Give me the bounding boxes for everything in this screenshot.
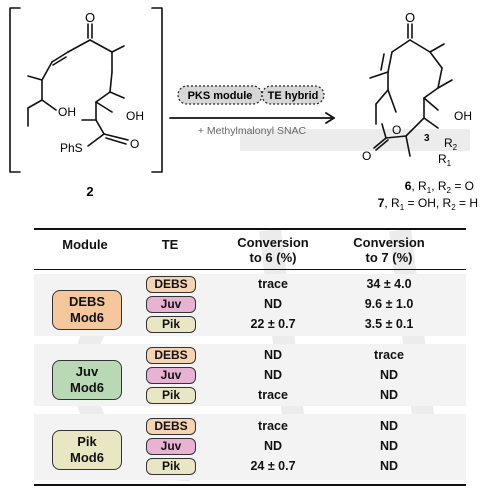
cell-conv7: 34 ± 4.0 xyxy=(366,277,412,291)
header-conv7-line2: to 7 (%) xyxy=(365,250,413,265)
module-debs-mod6: DEBS Mod6 xyxy=(52,290,122,330)
table-top-rule xyxy=(34,228,466,230)
module-debs-line1: DEBS xyxy=(68,294,106,309)
te-pill-debs: DEBS xyxy=(146,347,196,364)
product-r1: R1 xyxy=(438,152,452,168)
module-pik-line1: Pik xyxy=(77,434,97,449)
product-position-3: 3 xyxy=(424,133,430,144)
cell-conv7: ND xyxy=(379,388,399,402)
reaction-scheme: PKS module TE hybrid + Methylmalonyl SNA… xyxy=(9,7,478,212)
substrate-ketone-o: O xyxy=(85,10,95,25)
header-rule xyxy=(34,269,466,271)
substrate-2-structure xyxy=(27,23,129,147)
product-structure xyxy=(369,23,453,157)
te-pill-pik: Pik xyxy=(146,316,196,333)
te-hybrid-pill xyxy=(261,85,325,105)
substrate-oh-2: OH xyxy=(126,109,144,123)
cell-conv6: 22 ± 0.7 xyxy=(250,317,296,331)
te-pill-debs: DEBS xyxy=(146,418,196,435)
cell-conv7: trace xyxy=(374,348,404,362)
module-pik-mod6: Pik Mod6 xyxy=(52,430,122,470)
product-6-caption: 6, R1, R2 = O xyxy=(405,179,474,195)
product-ketone-o: O xyxy=(405,10,415,25)
cell-conv7: 3.5 ± 0.1 xyxy=(364,317,414,331)
substrate-oh-1: OH xyxy=(58,105,76,119)
te-pill-pik: Pik xyxy=(146,387,196,404)
cell-conv7: ND xyxy=(379,419,399,433)
substrate-phs: PhS xyxy=(60,141,83,155)
cell-conv6: ND xyxy=(263,348,283,362)
te-pill-juv: Juv xyxy=(146,438,196,455)
cell-conv6: trace xyxy=(258,419,288,433)
product-7-caption: 7, R1 = OH, R2 = H xyxy=(378,196,478,212)
product-ring-o: O xyxy=(392,123,401,137)
cell-conv7: ND xyxy=(379,459,399,473)
cell-conv6: trace xyxy=(258,388,288,402)
cell-conv6: ND xyxy=(263,439,283,453)
header-te: TE xyxy=(161,237,179,252)
header-conv7-line1: Conversion xyxy=(353,235,425,250)
product-carbonyl-o: O xyxy=(362,149,371,163)
cell-conv6: trace xyxy=(258,277,288,291)
cell-conv7: ND xyxy=(379,439,399,453)
cell-conv7: ND xyxy=(379,368,399,382)
header-conv6: Conversion to 6 (%) xyxy=(218,235,328,265)
header-conv6-line1: Conversion xyxy=(237,235,309,250)
compound-2-label: 2 xyxy=(86,184,93,199)
te-pill-pik: Pik xyxy=(146,458,196,475)
cell-conv6: ND xyxy=(263,368,283,382)
product-oh: OH xyxy=(454,109,472,123)
te-pill-juv: Juv xyxy=(146,367,196,384)
module-juv-line1: Juv xyxy=(75,364,99,379)
cell-conv7: 9.6 ± 1.0 xyxy=(364,297,414,311)
module-debs-line2: Mod6 xyxy=(70,310,104,325)
table-bottom-rule xyxy=(34,484,466,486)
header-module: Module xyxy=(62,237,108,252)
header-conv6-line2: to 6 (%) xyxy=(249,250,297,265)
header-conv7: Conversion to 7 (%) xyxy=(334,235,444,265)
te-pill-juv: Juv xyxy=(146,296,196,313)
right-bracket xyxy=(151,7,163,173)
substrate-thioester-o: O xyxy=(130,137,139,151)
module-juv-mod6: Juv Mod6 xyxy=(52,360,122,400)
cell-conv6: 24 ± 0.7 xyxy=(250,459,296,473)
reagent-label: + Methylmalonyl SNAC xyxy=(198,125,307,137)
module-juv-line2: Mod6 xyxy=(70,380,104,395)
te-pill-debs: DEBS xyxy=(146,276,196,293)
pks-module-label: PKS module xyxy=(188,90,253,102)
module-pik-line2: Mod6 xyxy=(70,450,104,465)
product-r2: R2 xyxy=(444,136,458,152)
left-bracket xyxy=(9,7,21,173)
te-hybrid-label: TE hybrid xyxy=(268,90,319,102)
cell-conv6: ND xyxy=(263,297,283,311)
